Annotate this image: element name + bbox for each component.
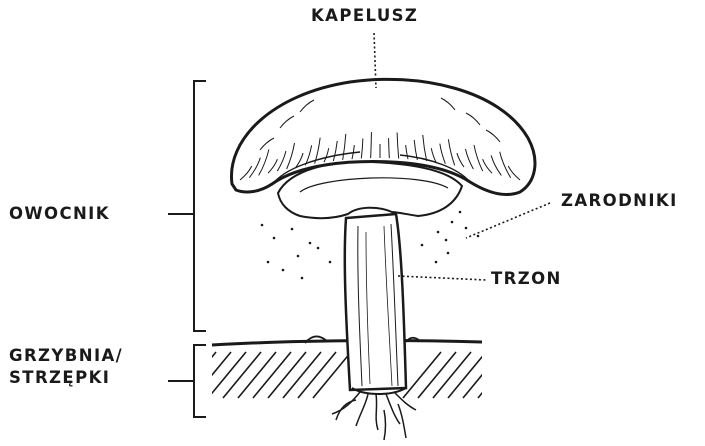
- label-fruiting-body: OWOCNIK: [9, 203, 110, 225]
- hyphae: [332, 392, 416, 440]
- spores-leader: [466, 203, 550, 238]
- label-spores: ZARODNIKI: [561, 190, 678, 212]
- stem: [345, 214, 406, 394]
- label-mycelium: GRZYBNIA/ STRZĘPKI: [9, 345, 123, 389]
- fruiting-body-bracket: [168, 81, 206, 331]
- mycelium-bracket: [168, 345, 206, 417]
- label-mycelium-line2: STRZĘPKI: [9, 367, 123, 389]
- label-mycelium-line1: GRZYBNIA/: [9, 345, 123, 367]
- soil-hatching: [178, 352, 516, 398]
- stem-leader: [398, 276, 486, 280]
- label-cap: KAPELUSZ: [311, 5, 418, 27]
- label-stem: TRZON: [491, 268, 562, 290]
